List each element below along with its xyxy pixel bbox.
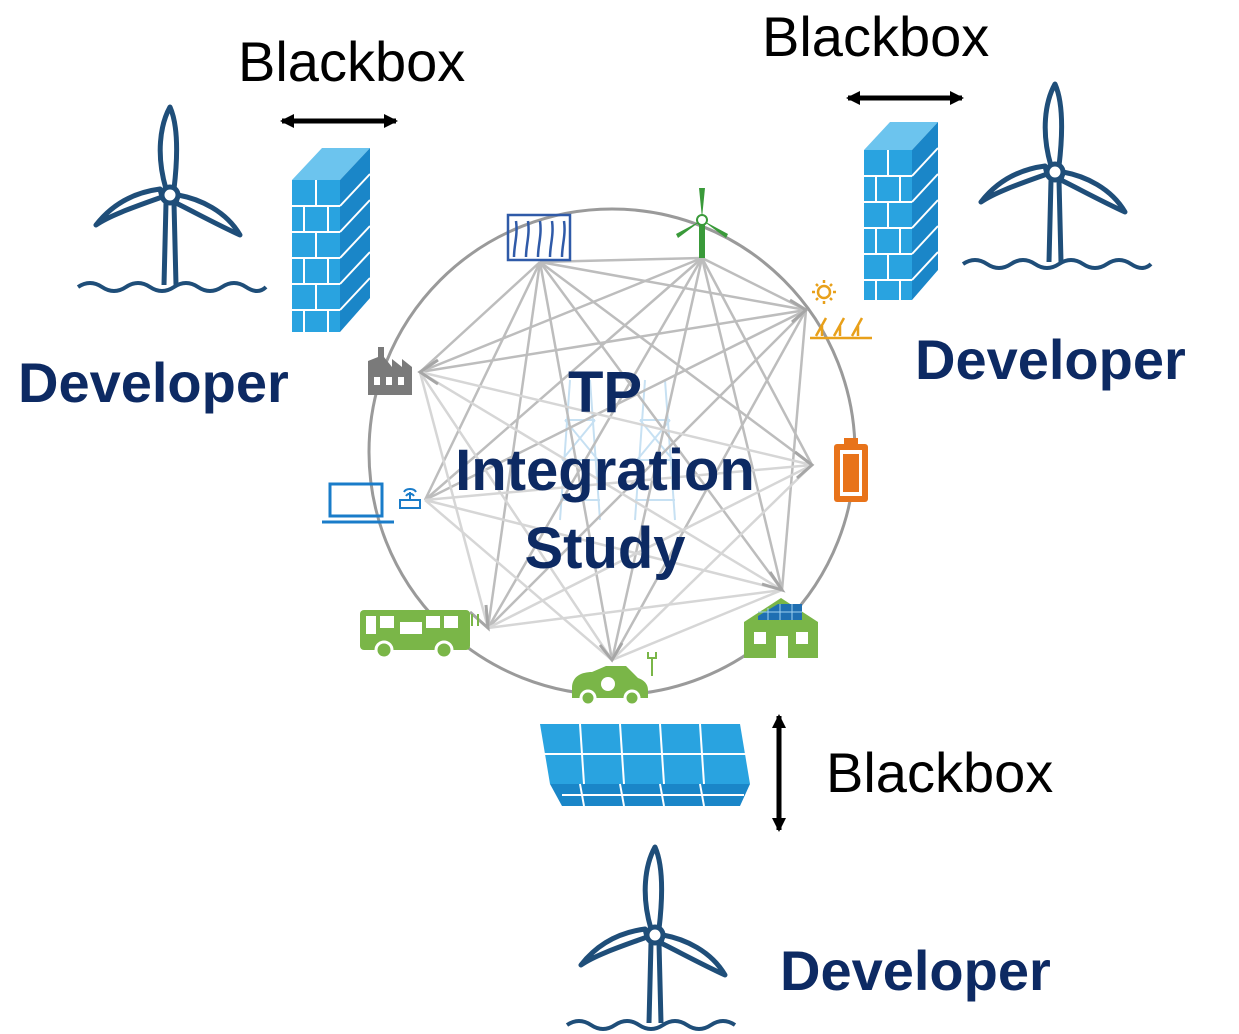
factory-icon [368, 347, 412, 395]
firewall-icon-right [864, 122, 939, 300]
offshore-wind-turbine-bottom [565, 844, 737, 1031]
blackbox-label-top-left: Blackbox [238, 30, 466, 93]
center-title-line3: Study [524, 516, 686, 581]
hydro-dam-icon [506, 213, 572, 262]
developer-label-right: Developer [915, 328, 1186, 391]
offshore-wind-turbine-left [76, 104, 268, 293]
battery-icon [834, 438, 868, 502]
firewall-icon-bottom [540, 723, 750, 807]
blackbox-label-bottom: Blackbox [826, 741, 1054, 804]
firewall-icon-left [292, 148, 371, 332]
connection-mesh [417, 256, 815, 663]
electric-car-icon [572, 652, 657, 707]
developer-label-bottom: Developer [780, 939, 1051, 1002]
electric-bus-icon [360, 610, 479, 660]
wind-turbine-icon [676, 188, 728, 258]
solar-farm-icon [810, 280, 872, 340]
center-title: TP Integration Study [430, 354, 780, 588]
offshore-wind-turbine-right [961, 81, 1153, 270]
router-icon [399, 488, 421, 509]
developer-label-left: Developer [18, 351, 289, 414]
center-title-line2: Integration [455, 438, 755, 503]
solar-house-icon [744, 598, 818, 658]
blackbox-label-top-right: Blackbox [762, 5, 990, 68]
center-title-line1: TP [567, 360, 643, 425]
laptop-icon [322, 482, 394, 524]
